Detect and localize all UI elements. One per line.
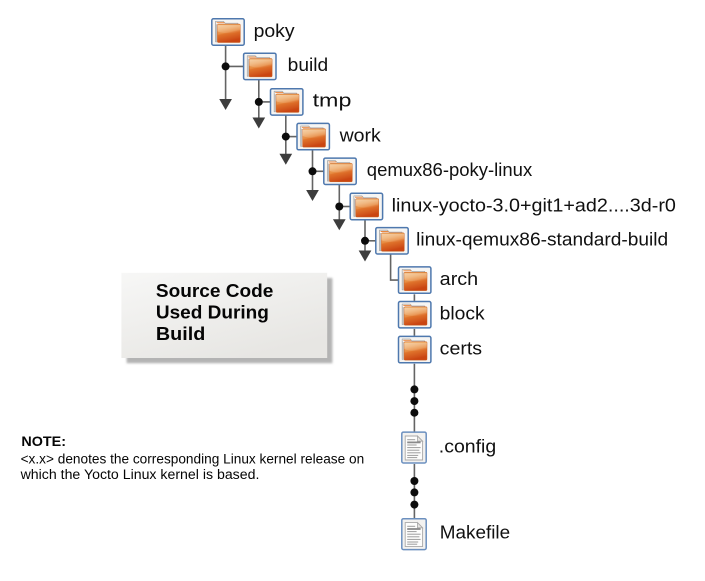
svg-text:poky: poky: [254, 21, 295, 41]
svg-text:Build: Build: [156, 324, 205, 344]
svg-text:<x.x> denotes the correspondin: <x.x> denotes the corresponding Linux ke…: [21, 451, 365, 466]
svg-text:certs: certs: [440, 338, 482, 358]
svg-text:arch: arch: [440, 269, 479, 289]
svg-text:NOTE:: NOTE:: [21, 433, 66, 449]
svg-text:build: build: [288, 55, 329, 75]
svg-text:Source Code: Source Code: [156, 281, 273, 301]
svg-text:Makefile: Makefile: [440, 523, 510, 543]
svg-text:.config: .config: [439, 436, 496, 456]
svg-text:Used During: Used During: [156, 302, 269, 322]
svg-text:which the Yocto Linux kernel i: which the Yocto Linux kernel is based.: [20, 467, 260, 482]
svg-text:linux-yocto-3.0+git1+ad2....3d: linux-yocto-3.0+git1+ad2....3d-r0: [392, 195, 676, 215]
svg-text:tmp: tmp: [313, 91, 352, 111]
svg-text:work: work: [339, 125, 382, 145]
svg-text:linux-qemux86-standard-build: linux-qemux86-standard-build: [416, 230, 668, 250]
svg-text:block: block: [440, 304, 486, 324]
svg-text:qemux86-poky-linux: qemux86-poky-linux: [367, 160, 532, 180]
